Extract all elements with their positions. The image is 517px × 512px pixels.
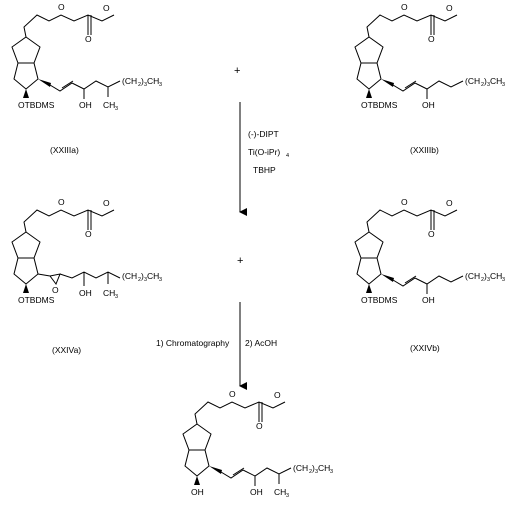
atom-label: 3: [144, 277, 147, 283]
atom-label: O: [401, 197, 408, 207]
atom-label: 3: [487, 277, 490, 283]
compound-xxiiib: O O O OTBDMS OH (CH 2 ) 3 CH 3: [354, 2, 505, 110]
atom-label: O: [428, 34, 435, 44]
condition-chromatography: 1) Chromatography: [156, 338, 230, 348]
label-xxivb: (XXIVb): [410, 343, 440, 353]
epoxide-oxygen: O: [52, 285, 59, 295]
otbdms-label: OTBDMS: [18, 100, 55, 110]
otbdms-label: OTBDMS: [18, 295, 55, 305]
atom-label: 3: [159, 277, 162, 283]
tail-sub-c: 3: [159, 82, 162, 88]
atom-label: ): [312, 463, 315, 473]
reagent-tbhp: TBHP: [253, 165, 276, 175]
label-xxiiia: (XXIIIa): [50, 145, 79, 155]
label-xxiva: (XXIVa): [52, 345, 81, 355]
atom-label: 3: [502, 277, 505, 283]
compound-xxivb: O O O OTBDMS OH (CH 2 ) 3 CH 3: [354, 197, 505, 305]
otbdms-label: OTBDMS: [361, 295, 398, 305]
atom-label: CH: [274, 487, 286, 497]
atom-label: O: [85, 229, 92, 239]
atom-label: CH: [103, 288, 115, 298]
ring-oh-label: OH: [191, 487, 204, 497]
atom-label: O: [428, 229, 435, 239]
atom-label: O: [103, 198, 110, 208]
reagent-ti-sub: 4: [286, 153, 289, 159]
atom-label: 3: [330, 469, 333, 475]
ether-oxygen: O: [58, 2, 65, 12]
atom-label: CH: [147, 271, 159, 281]
oh-label: OH: [422, 295, 435, 305]
reagent-ti: Ti(O-iPr): [248, 147, 280, 157]
atom-label: CH: [318, 463, 330, 473]
atom-label: 3: [315, 469, 318, 475]
atom-label: O: [274, 390, 281, 400]
atom-label: ): [141, 271, 144, 281]
atom-label: O: [256, 421, 263, 431]
atom-label: (CH: [293, 463, 308, 473]
oh-label: OH: [250, 487, 263, 497]
tail-end-a: CH: [147, 76, 159, 86]
reagent-dipt: (-)-DIPT: [248, 129, 279, 139]
atom-label: CH: [490, 76, 502, 86]
atom-label: (CH: [465, 271, 480, 281]
compound-final: O O O OH OH (CH 2 ) 3 CH 3 CH 3: [182, 389, 333, 499]
atom-label: ): [484, 76, 487, 86]
oh-label: OH: [422, 100, 435, 110]
atom-label: 2: [481, 82, 484, 88]
tail-label-a: (CH: [122, 76, 137, 86]
ester-oxygen: O: [103, 3, 110, 13]
carbonyl-oxygen: O: [85, 34, 92, 44]
atom-label: O: [446, 198, 453, 208]
atom-label: 3: [487, 82, 490, 88]
ch3-sub: 3: [115, 106, 118, 112]
tail-sub-b: 3: [144, 82, 147, 88]
atom-label: 3: [115, 294, 118, 300]
atom-label: O: [229, 389, 236, 399]
compound-xxiiia: O O O OTBDMS OH (CH 2 ) 3 CH 3 CH 3: [11, 2, 162, 112]
plus-sign-1: +: [234, 65, 240, 77]
condition-acoh: 2) AcOH: [245, 338, 277, 348]
oh-label: OH: [79, 100, 92, 110]
atom-label: (CH: [122, 271, 137, 281]
atom-label: 3: [502, 82, 505, 88]
atom-label: O: [58, 197, 65, 207]
atom-label: (CH: [465, 76, 480, 86]
tail-sub-a: 2: [138, 82, 141, 88]
ch3-label: CH: [103, 100, 115, 110]
atom-label: CH: [490, 271, 502, 281]
atom-label: 2: [138, 277, 141, 283]
atom-label: O: [401, 2, 408, 12]
plus-sign-2: +: [237, 255, 243, 267]
compound-xxiva: O O O O OTBDMS OH (CH 2 ) 3 CH 3 CH 3: [11, 197, 162, 305]
atom-label: O: [446, 3, 453, 13]
atom-label: ): [484, 271, 487, 281]
atom-label: 2: [309, 469, 312, 475]
atom-label: 2: [481, 277, 484, 283]
label-xxiiib: (XXIIIb): [410, 145, 439, 155]
atom-label: 3: [286, 493, 289, 499]
tail-close-a: ): [141, 76, 144, 86]
otbdms-label: OTBDMS: [361, 100, 398, 110]
oh-label: OH: [79, 288, 92, 298]
